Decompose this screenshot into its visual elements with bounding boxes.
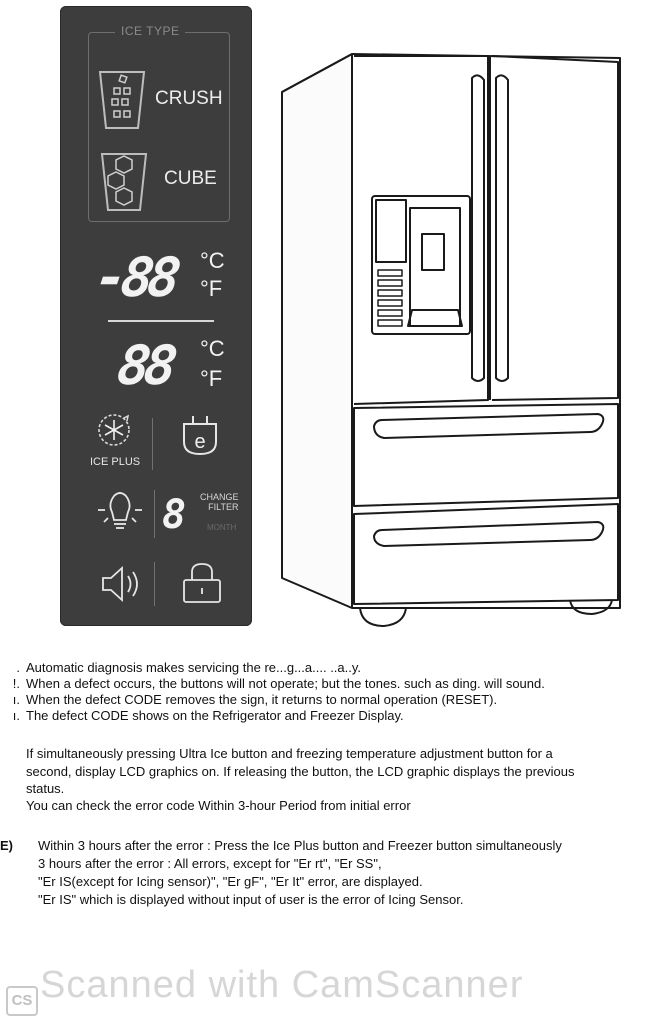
section-line: "Er IS" which is displayed without input… — [38, 892, 464, 907]
fridge-unit-c: °C — [200, 336, 225, 361]
list-item: !.When a defect occurs, the buttons will… — [12, 676, 545, 691]
ice-plus-label: ICE PLUS — [90, 456, 141, 468]
list-item: .Automatic diagnosis makes servicing the… — [16, 660, 362, 675]
control-panel: ICE TYPE CRUSH CUBE -88 °C °F 88 °C °F — [60, 6, 252, 626]
paragraph-line: If simultaneously pressing Ultra Ice but… — [26, 746, 553, 761]
crush-label: CRUSH — [155, 88, 223, 109]
freezer-unit-f: °F — [200, 276, 223, 301]
section-line: Within 3 hours after the error : Press t… — [38, 838, 562, 853]
refrigerator-illustration — [272, 48, 622, 645]
icon-divider — [154, 562, 155, 606]
speaker-icon[interactable] — [100, 564, 144, 604]
fridge-unit-f: °F — [200, 366, 223, 391]
freezer-unit-c: °C — [200, 248, 225, 273]
icon-divider — [152, 418, 153, 470]
cube-ice-cup-icon[interactable] — [96, 148, 152, 214]
ice-plus-icon[interactable] — [94, 410, 134, 450]
list-item: ı.The defect CODE shows on the Refrigera… — [12, 708, 404, 723]
crushed-ice-cup-icon[interactable] — [94, 66, 150, 132]
e-filter-plug-icon[interactable]: e — [180, 414, 220, 458]
section-marker: E) — [0, 838, 13, 853]
paragraph-line: You can check the error code Within 3-ho… — [26, 798, 411, 813]
ice-type-title: ICE TYPE — [115, 24, 186, 38]
change-filter-label[interactable]: CHANGE FILTER — [200, 492, 239, 512]
freezer-temp-display: -88 — [90, 246, 179, 309]
icon-divider — [154, 490, 155, 538]
light-bulb-icon[interactable] — [96, 486, 144, 536]
section-line: 3 hours after the error : All errors, ex… — [38, 856, 382, 871]
section-line: "Er IS(except for Icing sensor)", "Er gF… — [38, 874, 423, 889]
svg-text:e: e — [194, 431, 205, 453]
paragraph-line: status. — [26, 781, 65, 796]
paragraph-line: second, display LCD graphics on. If rele… — [26, 764, 575, 779]
month-label: MONTH — [207, 523, 237, 532]
camscanner-logo: CS — [6, 986, 38, 1016]
lock-icon[interactable] — [180, 560, 224, 606]
filter-month-display: 8 — [162, 492, 187, 538]
list-item: ı.When the defect CODE removes the sign,… — [12, 692, 498, 707]
cube-label: CUBE — [164, 168, 217, 189]
display-divider — [108, 320, 214, 322]
fridge-temp-display: 88 — [113, 334, 176, 397]
scanner-watermark: Scanned with CamScanner — [40, 964, 524, 1006]
